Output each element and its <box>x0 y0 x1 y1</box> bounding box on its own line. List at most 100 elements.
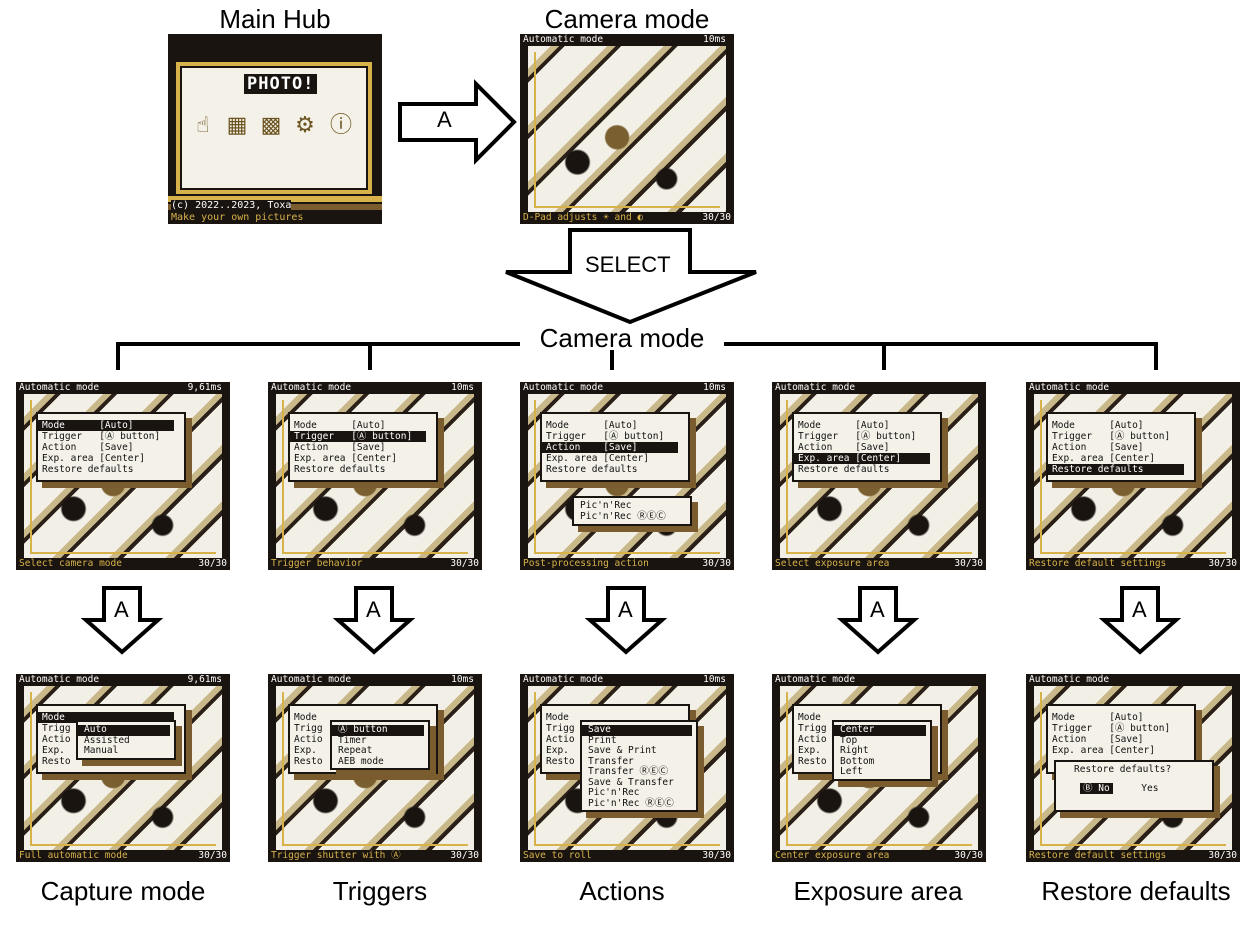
camera-hand-icon[interactable]: ☝ <box>196 112 210 137</box>
option-item[interactable]: Save & Print <box>588 745 657 756</box>
option-item[interactable]: AEB mode <box>338 755 384 767</box>
contrast-slider[interactable] <box>534 206 720 208</box>
menu-item[interactable]: Action [Save] <box>1052 734 1144 745</box>
option-item[interactable]: Pic'n'Rec <box>588 787 640 798</box>
option-item[interactable]: Right <box>840 745 869 756</box>
brightness-slider[interactable] <box>786 400 788 552</box>
contrast-slider[interactable] <box>534 844 720 846</box>
brightness-slider[interactable] <box>534 52 536 206</box>
contrast-slider[interactable] <box>282 844 468 846</box>
popup-item[interactable]: Pic'n'Rec <box>580 500 632 511</box>
menu-item[interactable]: Action [Save] <box>42 442 134 453</box>
popup-item[interactable]: Pic'n'Rec ⓇⒺⒸ <box>580 510 666 522</box>
option-item[interactable]: Timer <box>338 734 367 746</box>
menu-item[interactable]: Trigg <box>798 723 827 734</box>
brightness-slider[interactable] <box>786 692 788 844</box>
option-item[interactable]: Auto <box>78 724 170 736</box>
menu-item[interactable]: Exp. area [Center] <box>294 453 397 464</box>
menu-item[interactable]: Mode <box>294 712 317 723</box>
brightness-slider[interactable] <box>1040 400 1042 552</box>
menu-item[interactable]: Resto <box>42 756 71 767</box>
contrast-slider[interactable] <box>30 844 216 846</box>
chip-icon[interactable]: ▩ <box>260 112 282 137</box>
option-item[interactable]: Print <box>588 734 617 746</box>
menu-item[interactable]: Exp. <box>798 745 821 756</box>
contrast-slider[interactable] <box>786 844 972 846</box>
option-item[interactable]: Bottom <box>840 755 875 767</box>
menu-item[interactable]: Actio <box>42 734 71 745</box>
menu-item[interactable]: Restore defaults <box>294 464 386 475</box>
menu-item[interactable]: Mode [Auto] <box>1052 420 1144 431</box>
no-button[interactable]: Ⓑ No <box>1080 782 1113 794</box>
brightness-slider[interactable] <box>30 400 32 552</box>
menu-item[interactable]: Exp. <box>546 745 569 756</box>
menu-item[interactable]: Trigger [Ⓐ button] <box>546 431 665 442</box>
brightness-slider[interactable] <box>1040 692 1042 844</box>
menu-item[interactable]: Restore defaults <box>1048 464 1184 475</box>
menu-item[interactable]: Action [Save] <box>294 442 386 453</box>
menu-item[interactable]: Trigger [Ⓐ button] <box>42 431 161 442</box>
menu-item[interactable]: Exp. area [Center] <box>42 453 145 464</box>
menu-item[interactable]: Exp. <box>42 745 65 756</box>
menu-item[interactable]: Actio <box>798 734 827 745</box>
menu-item[interactable]: Trigg <box>42 723 71 734</box>
menu-item[interactable]: Restore defaults <box>798 464 890 475</box>
contrast-slider[interactable] <box>1040 552 1226 554</box>
option-item[interactable]: Transfer ⓇⒺⒸ <box>588 766 668 777</box>
menu-item[interactable]: Resto <box>798 756 827 767</box>
menu-item[interactable]: Action [Save] <box>542 442 678 453</box>
menu-item[interactable]: Mode [Auto] <box>798 420 890 431</box>
menu-item[interactable]: Mode <box>798 712 821 723</box>
menu-item[interactable]: Action [Save] <box>798 442 890 453</box>
menu-item[interactable]: Trigger [Ⓐ button] <box>1052 723 1171 734</box>
yes-button[interactable]: Yes <box>1141 782 1159 794</box>
option-item[interactable]: Transfer <box>588 755 634 767</box>
option-item[interactable]: Repeat <box>338 745 373 756</box>
menu-item[interactable]: Mode <box>38 712 174 723</box>
menu-item[interactable]: Actio <box>294 734 323 745</box>
menu-item[interactable]: Mode [Auto] <box>1052 712 1144 723</box>
option-item[interactable]: Manual <box>84 745 119 756</box>
contrast-slider[interactable] <box>786 552 972 554</box>
menu-item[interactable]: Restore defaults <box>42 464 134 475</box>
option-item[interactable]: Ⓐ button <box>332 724 424 736</box>
option-item[interactable]: Save & Transfer <box>588 776 674 788</box>
menu-item[interactable]: Trigger [Ⓐ button] <box>1052 431 1171 442</box>
menu-item[interactable]: Trigg <box>546 723 575 734</box>
option-item[interactable]: Save <box>582 724 692 736</box>
menu-item[interactable]: Resto <box>546 756 575 767</box>
contrast-slider[interactable] <box>282 552 468 554</box>
brightness-slider[interactable] <box>282 400 284 552</box>
menu-item[interactable]: Exp. area [Center] <box>546 453 649 464</box>
option-item[interactable]: Left <box>840 766 863 777</box>
film-roll-icon[interactable]: ▦ <box>226 112 248 137</box>
contrast-slider[interactable] <box>534 552 720 554</box>
menu-item[interactable]: Actio <box>546 734 575 745</box>
menu-item[interactable]: Action [Save] <box>1052 442 1144 453</box>
gear-icon[interactable]: ⚙ <box>295 112 315 137</box>
menu-item[interactable]: Restore defaults <box>546 464 638 475</box>
menu-item[interactable]: Mode <box>546 712 569 723</box>
brightness-slider[interactable] <box>534 692 536 844</box>
option-item[interactable]: Center <box>834 724 926 736</box>
info-icon[interactable]: ⓘ <box>329 112 352 137</box>
menu-item[interactable]: Resto <box>294 756 323 767</box>
menu-item[interactable]: Mode [Auto] <box>546 420 638 431</box>
menu-item[interactable]: Exp. <box>294 745 317 756</box>
brightness-slider[interactable] <box>282 692 284 844</box>
menu-item[interactable]: Exp. area [Center] <box>794 453 930 464</box>
menu-item[interactable]: Mode [Auto] <box>38 420 174 431</box>
menu-item[interactable]: Exp. area [Center] <box>1052 453 1155 464</box>
option-item[interactable]: Top <box>840 734 858 746</box>
contrast-slider[interactable] <box>30 552 216 554</box>
menu-item[interactable]: Trigg <box>294 723 323 734</box>
option-item[interactable]: Pic'n'Rec ⓇⒺⒸ <box>588 797 674 809</box>
brightness-slider[interactable] <box>534 400 536 552</box>
menu-item[interactable]: Mode [Auto] <box>294 420 386 431</box>
contrast-slider[interactable] <box>1040 844 1226 846</box>
option-item[interactable]: Assisted <box>84 734 130 746</box>
brightness-slider[interactable] <box>30 692 32 844</box>
menu-item[interactable]: Trigger [Ⓐ button] <box>290 431 426 442</box>
menu-item[interactable]: Exp. area [Center] <box>1052 745 1155 756</box>
menu-item[interactable]: Trigger [Ⓐ button] <box>798 431 917 442</box>
